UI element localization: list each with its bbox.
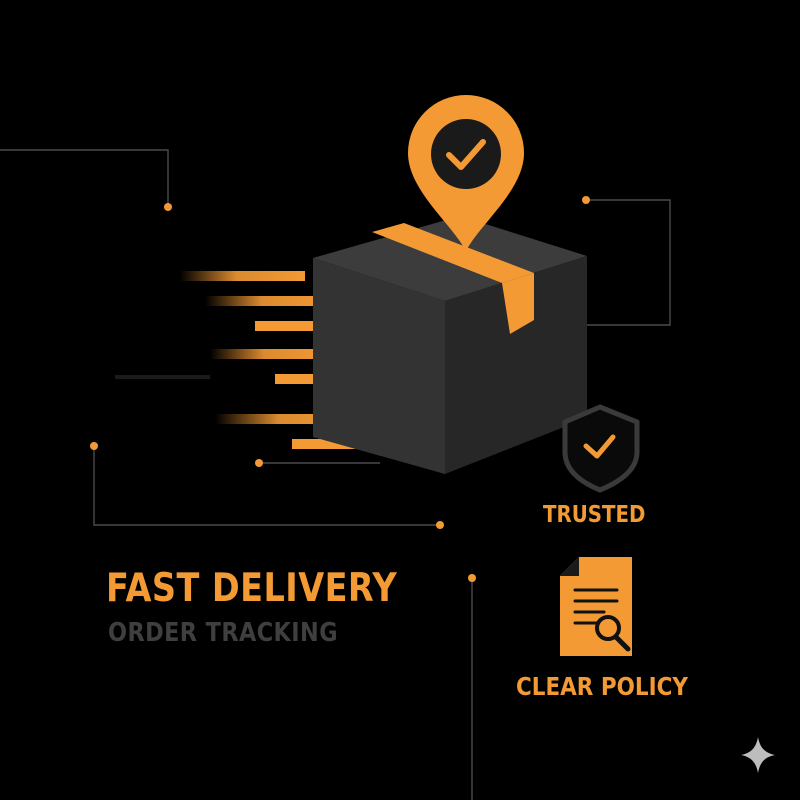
circuit-dot <box>582 196 590 204</box>
circuit-dot <box>90 442 98 450</box>
speed-line <box>215 414 357 424</box>
circuit-dot <box>468 574 476 582</box>
circuit-line-bottom-left <box>93 446 440 526</box>
shield-check-icon <box>562 404 640 493</box>
sparkle-icon <box>741 737 775 773</box>
box-side-face <box>445 256 587 474</box>
document-search-icon <box>560 557 632 656</box>
speed-line <box>292 439 375 449</box>
circuit-dot <box>436 521 444 529</box>
headline-title: FAST DELIVERY <box>106 566 398 611</box>
circuit-lines <box>0 149 671 800</box>
trusted-label: TRUSTED <box>543 502 646 528</box>
circuit-dot <box>255 459 263 467</box>
location-pin-check-icon <box>408 95 524 251</box>
speed-line <box>205 296 331 306</box>
headline-subtitle: ORDER TRACKING <box>108 618 338 648</box>
speed-line <box>115 375 210 379</box>
package-box-icon <box>313 216 587 474</box>
speed-line <box>180 271 305 281</box>
box-tape-top <box>372 223 534 283</box>
box-front-face <box>313 258 445 474</box>
speed-line <box>210 349 330 359</box>
circuit-line-right <box>586 199 671 326</box>
policy-label: CLEAR POLICY <box>516 672 688 701</box>
circuit-dots <box>90 196 590 582</box>
circuit-line-top-left <box>0 149 169 207</box>
circuit-dot <box>164 203 172 211</box>
box-tape-side <box>502 273 534 334</box>
